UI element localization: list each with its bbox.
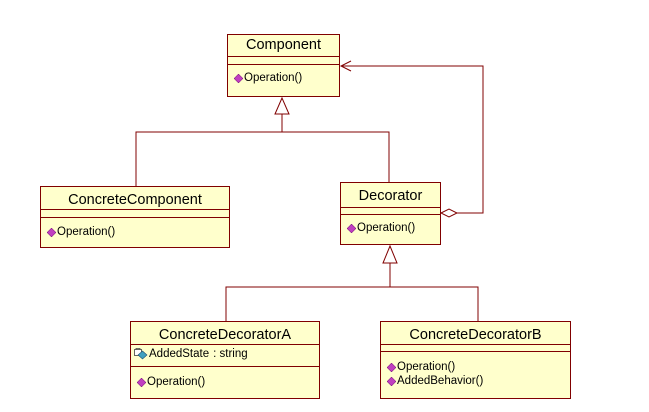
aggregation-arrowhead (339, 60, 352, 72)
operation-item: Operation() (131, 375, 319, 389)
operation-item: Operation() (381, 360, 570, 374)
operation-icon (387, 362, 396, 372)
operation-icon (47, 227, 56, 237)
operation-label: Operation() (357, 222, 416, 234)
aggregation-diamond (439, 208, 459, 218)
class-concrete-decorator-b[interactable]: ConcreteDecoratorB Operation() AddedBeha… (380, 321, 571, 399)
class-name: ConcreteDecoratorB (381, 322, 570, 345)
attribute-compartment (341, 208, 440, 215)
operation-label: AddedBehavior() (397, 375, 484, 387)
operation-compartment: Operation() (41, 218, 229, 239)
operation-icon (234, 73, 243, 83)
operation-icon (347, 223, 356, 233)
operation-icon (387, 376, 396, 386)
generalization-arrowhead-component (274, 96, 290, 115)
class-concrete-decorator-a[interactable]: ConcreteDecoratorA AddedState : string O… (130, 321, 320, 399)
aggregation-line (341, 65, 484, 214)
operation-label: Operation() (244, 72, 303, 84)
generalization-arrowhead-decorator (382, 244, 398, 264)
operation-icon (137, 377, 146, 387)
operation-item: Operation() (341, 221, 440, 235)
attribute-compartment (228, 57, 339, 65)
operation-item: AddedBehavior() (381, 374, 570, 388)
class-component[interactable]: Component Operation() (227, 34, 340, 97)
class-name: ConcreteComponent (41, 187, 229, 210)
generalization-line-concretecomponent (135, 114, 283, 186)
operation-compartment: Operation() AddedBehavior() (381, 352, 570, 388)
attribute-compartment: AddedState : string (131, 345, 319, 367)
operation-label: Operation() (57, 226, 116, 238)
operation-item: Operation() (41, 225, 229, 239)
class-name: Decorator (341, 183, 440, 208)
operation-item: Operation() (228, 71, 339, 85)
operation-compartment: Operation() (131, 367, 319, 389)
generalization-line-decoratorB (390, 286, 479, 321)
operation-compartment: Operation() (228, 65, 339, 85)
generalization-line-decorator (282, 131, 390, 182)
operation-label: Operation() (397, 361, 456, 373)
attribute-compartment (41, 210, 229, 218)
operation-label: Operation() (147, 376, 206, 388)
class-name: ConcreteDecoratorA (131, 322, 319, 345)
attribute-compartment (381, 345, 570, 352)
class-name: Component (228, 35, 339, 57)
generalization-line-decoratorA (225, 263, 391, 321)
protected-attribute-icon (134, 348, 148, 360)
class-decorator[interactable]: Decorator Operation() (340, 182, 441, 245)
class-concrete-component[interactable]: ConcreteComponent Operation() (40, 186, 230, 248)
attribute-name: AddedState (149, 348, 210, 360)
attribute-item: AddedState : string (131, 347, 319, 361)
operation-compartment: Operation() (341, 215, 440, 235)
attribute-type: : string (213, 348, 248, 360)
